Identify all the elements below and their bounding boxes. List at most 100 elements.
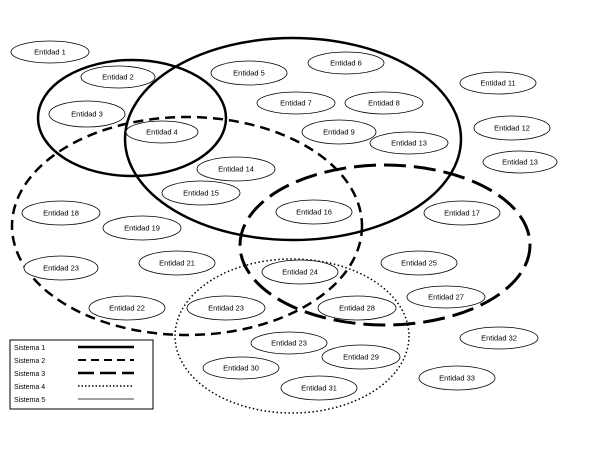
entity-node: Entidad 7: [256, 91, 336, 115]
entity-node: Entidad 2: [80, 65, 156, 89]
entity-ellipse: [301, 119, 377, 145]
entity-label: Entidad 18: [43, 209, 79, 218]
entity-node: Entidad 27: [406, 285, 486, 309]
entity-ellipse: [275, 199, 353, 225]
entity-node: Entidad 24: [261, 259, 339, 285]
entity-node: Entidad 29: [321, 344, 401, 370]
entity-ellipse: [138, 250, 216, 276]
entity-label: Entidad 8: [368, 99, 400, 108]
entity-ellipse: [423, 200, 501, 226]
system-boundaries: [10, 36, 532, 414]
entity-label: Entidad 21: [159, 259, 195, 268]
entity-node: Entidad 18: [21, 200, 101, 226]
entity-ellipse: [473, 115, 551, 141]
entity-ellipse: [125, 120, 199, 144]
entity-label: Entidad 29: [343, 353, 379, 362]
entity-label: Entidad 9: [323, 128, 355, 137]
entity-ellipse: [261, 259, 339, 285]
legend-label: Sistema 3: [14, 371, 45, 378]
entity-label: Entidad 27: [428, 293, 464, 302]
entity-node: Entidad 9: [301, 119, 377, 145]
entity-ellipse: [418, 365, 496, 391]
entity-label: Entidad 23: [208, 304, 244, 313]
entity-node: Entidad 17: [423, 200, 501, 226]
entity-node: Entidad 13: [369, 131, 449, 155]
entity-ellipse: [210, 60, 288, 86]
entity-ellipse: [344, 91, 424, 115]
entity-node: Entidad 14: [196, 156, 276, 182]
entity-ellipse: [482, 150, 558, 174]
entity-label: Entidad 5: [233, 69, 265, 78]
entity-ellipse: [21, 200, 101, 226]
entity-ellipse: [23, 255, 99, 281]
entity-label: Entidad 31: [301, 384, 337, 393]
entity-label: Entidad 16: [296, 208, 332, 217]
entity-ellipse: [406, 285, 486, 309]
entity-label: Entidad 4: [146, 128, 178, 137]
entity-ellipse: [88, 295, 166, 321]
entity-node: Entidad 31: [280, 375, 358, 401]
entity-ellipse: [321, 344, 401, 370]
entity-node: Entidad 16: [275, 199, 353, 225]
entity-label: Entidad 13: [391, 139, 427, 148]
entity-node: Entidad 33: [418, 365, 496, 391]
entity-ellipse: [186, 295, 266, 321]
entity-label: Entidad 22: [109, 304, 145, 313]
entity-label: Entidad 17: [444, 209, 480, 218]
entity-node: Entidad 23: [250, 331, 328, 355]
entity-node: Entidad 30: [202, 356, 280, 380]
entity-ellipse: [161, 180, 241, 206]
entity-ellipse: [317, 295, 397, 321]
entity-node: Entidad 4: [125, 120, 199, 144]
entity-ellipse: [250, 331, 328, 355]
entity-label: Entidad 23: [43, 264, 79, 273]
entity-node: Entidad 32: [459, 326, 539, 350]
entity-ellipse: [280, 375, 358, 401]
legend-label: Sistema 2: [14, 358, 45, 365]
legend-box: [9, 339, 154, 410]
entity-node: Entidad 6: [307, 51, 385, 75]
entity-node: Entidad 23: [186, 295, 266, 321]
entity-label: Entidad 14: [218, 165, 254, 174]
entity-node: Entidad 8: [344, 91, 424, 115]
entity-ellipse: [369, 131, 449, 155]
legend: Sistema 1 Sistema 2 Sistema 3 Sistema 4 …: [9, 339, 154, 410]
entity-node: Entidad 12: [473, 115, 551, 141]
entity-node: Entidad 1: [10, 40, 90, 64]
entity-ellipse: [196, 156, 276, 182]
entity-label: Entidad 12: [494, 124, 530, 133]
entity-ellipse: [459, 326, 539, 350]
entity-node: Entidad 5: [210, 60, 288, 86]
entity-label: Entidad 25: [401, 259, 437, 268]
entity-label: Entidad 2: [102, 73, 134, 82]
entity-label: Entidad 30: [223, 364, 259, 373]
entity-node: Entidad 22: [88, 295, 166, 321]
entity-node: Entidad 15: [161, 180, 241, 206]
entity-ellipse: [459, 71, 537, 95]
entity-ellipse: [202, 356, 280, 380]
entity-label: Entidad 28: [339, 304, 375, 313]
entity-label: Entidad 15: [183, 189, 219, 198]
entity-label: Entidad 19: [124, 224, 160, 233]
entity-node: Entidad 19: [102, 215, 182, 241]
entity-ellipse: [256, 91, 336, 115]
legend-label: Sistema 5: [14, 397, 45, 404]
entity-label: Entidad 3: [71, 110, 103, 119]
entity-ellipse: [380, 250, 458, 276]
entity-node: Entidad 28: [317, 295, 397, 321]
entity-label: Entidad 13: [502, 158, 538, 167]
entity-label: Entidad 6: [330, 59, 362, 68]
entity-node: Entidad 3: [48, 100, 126, 128]
system-3-boundary: [238, 163, 532, 327]
entities: Entidad 1 Entidad 2 Entidad 3 Entidad 4 Enti…: [10, 40, 558, 401]
system-1-boundary: [36, 58, 228, 178]
entity-node: Entidad 11: [459, 71, 537, 95]
legend-label: Sistema 1: [14, 345, 45, 352]
entity-ellipse: [48, 100, 126, 128]
entity-label: Entidad 24: [282, 268, 318, 277]
entity-label: Entidad 7: [280, 99, 312, 108]
entity-ellipse: [307, 51, 385, 75]
entity-node: Entidad 13: [482, 150, 558, 174]
entity-label: Entidad 32: [481, 334, 517, 343]
